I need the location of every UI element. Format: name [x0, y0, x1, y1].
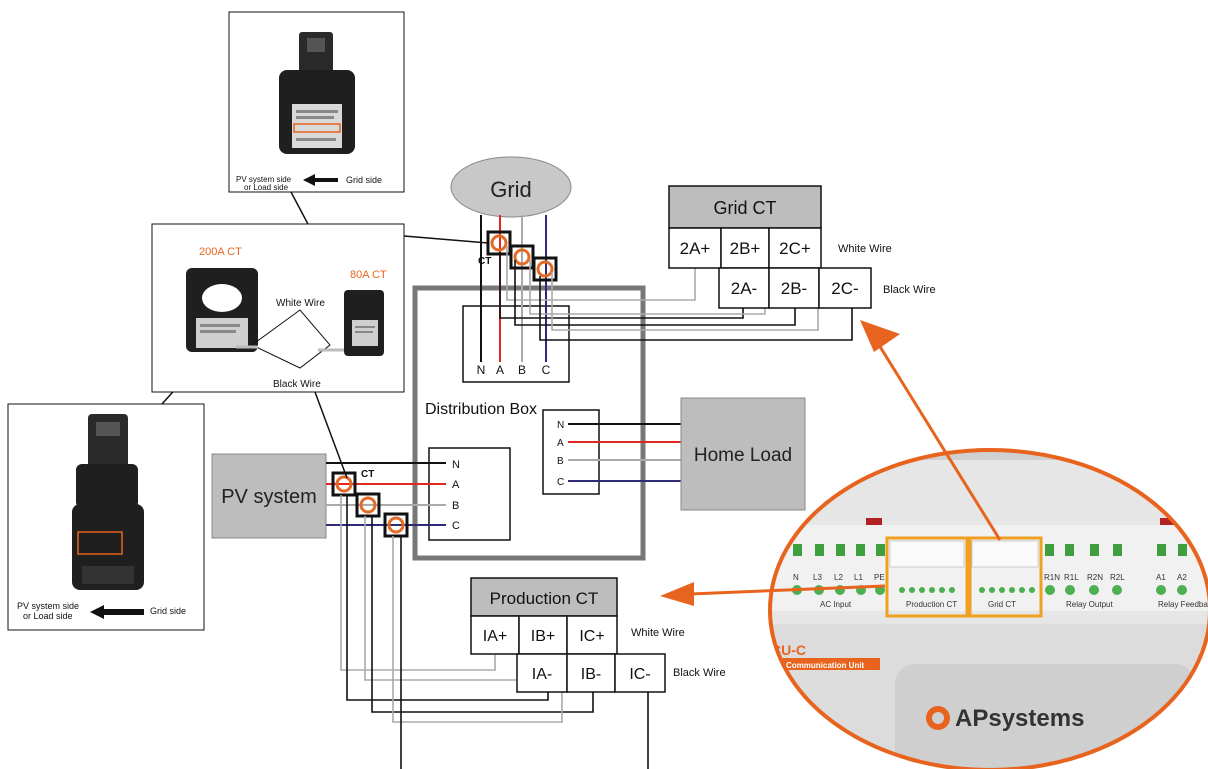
ct-clip-photo-top [279, 32, 355, 154]
production-ct-ic-minus: IC- [629, 666, 650, 683]
home-load-label: Home Load [694, 445, 792, 466]
production-ct-black-wire: Black Wire [673, 667, 726, 679]
device-terminal-pe: PE [874, 573, 885, 582]
grid-ct-2a-minus: 2A- [731, 279, 757, 298]
grid-ct-title: Grid CT [714, 198, 777, 218]
grid-ct-2c-plus: 2C+ [779, 239, 811, 258]
pv-ct-label: CT [361, 469, 374, 480]
device-group-ac-input: AC Input [820, 600, 852, 609]
pv-block-c: C [452, 520, 460, 532]
inset-bottom-load-side: or Load side [23, 611, 73, 621]
production-ct-ib-minus: IB- [581, 666, 601, 683]
callout-production-ct [689, 584, 886, 596]
inset-top-pv-side: PV system side [236, 175, 292, 184]
grid-ct-2c-minus: 2C- [831, 279, 858, 298]
callout-production-ct-arrow-icon [660, 582, 694, 606]
device-group-relay-output: Relay Output [1066, 600, 1113, 609]
pv-system-box [211, 453, 327, 539]
device-relay-r2n: R2N [1087, 573, 1103, 582]
production-ct-rings [331, 471, 409, 538]
device-group-grid-ct: Grid CT [988, 600, 1016, 609]
device-relay-r2l: R2L [1110, 573, 1125, 582]
production-ct-ia-plus: IA+ [483, 628, 507, 645]
device-terminal-l1: L1 [854, 573, 863, 582]
inset-top-load-side: or Load side [244, 183, 289, 192]
grid-block-c: C [542, 363, 551, 377]
callout-grid-ct [877, 344, 1002, 541]
production-ct-white-wire: White Wire [631, 627, 685, 639]
inset-top-grid-side: Grid side [346, 175, 382, 185]
grid-ct-black-wire: Black Wire [883, 284, 936, 296]
production-ct-ia-minus: IA- [532, 666, 552, 683]
device-relay-r1l: R1L [1064, 573, 1079, 582]
callout-grid-ct-arrow-icon [860, 320, 900, 352]
device-relay-r1n: R1N [1044, 573, 1060, 582]
device-group-production-ct: Production CT [906, 600, 957, 609]
device-group-relay-feedback: Relay Feedback [1158, 600, 1208, 609]
device-terminal-n: N [793, 573, 799, 582]
device-zoom-outline [768, 448, 1208, 769]
inset-bottom-arrow-icon [90, 605, 144, 619]
grid-block-a: A [496, 363, 504, 377]
grid-ct-label: CT [478, 256, 491, 267]
pv-block-a: A [452, 479, 460, 491]
ct-200a-label: 200A CT [199, 246, 242, 258]
ct-80a-label: 80A CT [350, 269, 387, 281]
inset-bottom-pv-side: PV system side [17, 601, 79, 611]
device-terminal-l2: L2 [834, 573, 843, 582]
ct-80a-photo [344, 290, 384, 356]
device-brand: APsystems [955, 705, 1084, 732]
device-terminal-l3: L3 [813, 573, 822, 582]
grid-ct-2a-plus: 2A+ [680, 239, 711, 258]
grid-ct-2b-minus: 2B- [781, 279, 807, 298]
pv-system-label: PV system [221, 486, 317, 508]
ct-types-white-wire: White Wire [276, 298, 325, 309]
pv-terminal-block [428, 447, 511, 541]
inset-top-arrow-icon [303, 174, 338, 186]
load-block-n: N [557, 420, 564, 431]
home-load-box [680, 397, 806, 511]
device-subtitle: Communication Unit [786, 661, 865, 670]
ct-clip-photo-bottom [72, 414, 144, 590]
ct-types-black-wire: Black Wire [273, 379, 321, 390]
device-zoom: N L3 L2 L1 PE R1N R1L R2N R2L A1 A2 AC I… [770, 450, 1208, 769]
grid-ct-table: Grid CT 2A+ 2B+ 2C+ 2A- 2B- 2C- [668, 185, 872, 309]
device-feedback-a2: A2 [1177, 573, 1187, 582]
production-ct-title: Production CT [490, 589, 599, 608]
load-block-c: C [557, 477, 564, 488]
grid-ellipse [450, 156, 572, 218]
apsystems-logo-icon [926, 706, 950, 730]
load-block-a: A [557, 438, 564, 449]
device-feedback-a1: A1 [1156, 573, 1166, 582]
ct-200a-photo [186, 268, 258, 352]
grid-label: Grid [490, 177, 532, 202]
grid-ct-white-wire: White Wire [838, 243, 892, 255]
pv-block-b: B [452, 500, 459, 512]
production-ct-table: Production CT IA+ IB+ IC+ IA- IB- IC- [470, 577, 666, 693]
grid-block-n: N [477, 363, 486, 377]
grid-ct-2b-plus: 2B+ [730, 239, 761, 258]
load-block-b: B [557, 456, 564, 467]
pv-block-n: N [452, 459, 460, 471]
inset-bottom-grid-side: Grid side [150, 606, 186, 616]
grid-block-b: B [518, 363, 526, 377]
distribution-box-label: Distribution Box [425, 401, 537, 418]
production-ct-ic-plus: IC+ [579, 628, 604, 645]
production-ct-ib-plus: IB+ [531, 628, 555, 645]
